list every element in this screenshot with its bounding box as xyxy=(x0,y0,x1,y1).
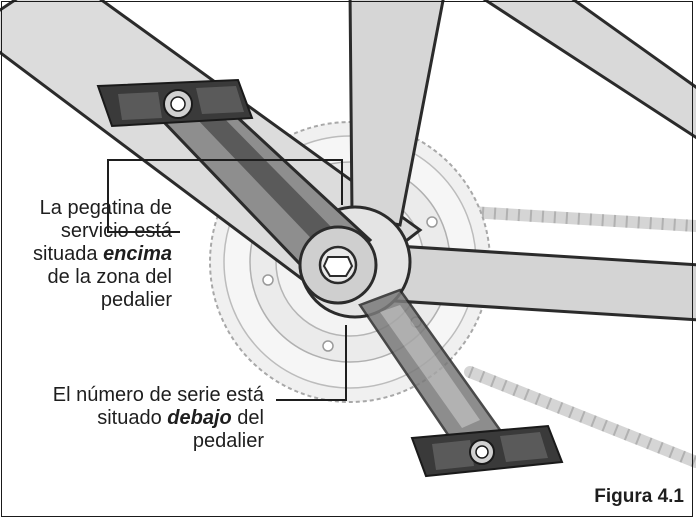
callout-emphasis: debajo xyxy=(167,407,232,429)
callout-text-fragment: situado xyxy=(97,407,168,429)
callout-text-line: servicio está xyxy=(60,220,172,242)
callout-emphasis: encima xyxy=(103,243,172,265)
callout-text-fragment: situada xyxy=(33,243,104,265)
crank-arm-upper xyxy=(157,90,378,305)
callout-text-line: situada encima xyxy=(33,243,172,266)
figure-label: Figura 4.1 xyxy=(594,486,684,507)
pedal-upper xyxy=(96,78,254,128)
callout-text-line: situado debajo del xyxy=(53,407,264,430)
callout-leader-lines xyxy=(107,159,347,401)
seat-tube xyxy=(348,0,445,227)
callout-serial-number: El número de serie está situado debajo d… xyxy=(53,384,264,453)
callout-text-line: pedalier xyxy=(100,289,172,311)
callout-text-line: La pegatina de xyxy=(39,197,172,219)
callout-text-line: de la zona del xyxy=(47,266,172,288)
pedal-lower xyxy=(410,424,564,478)
leader-line-service-sticker xyxy=(107,159,343,233)
seat-stay xyxy=(482,0,696,140)
bicycle-chain xyxy=(464,206,696,468)
callout-text-fragment: del xyxy=(231,407,264,429)
crank-bolt-icon xyxy=(322,256,354,277)
callout-text-line: El número de serie está xyxy=(52,384,264,406)
callout-text-line: pedalier xyxy=(192,430,264,452)
callout-service-sticker: La pegatina de servicio está situada enc… xyxy=(33,197,172,312)
leader-line-serial-number xyxy=(276,325,347,401)
